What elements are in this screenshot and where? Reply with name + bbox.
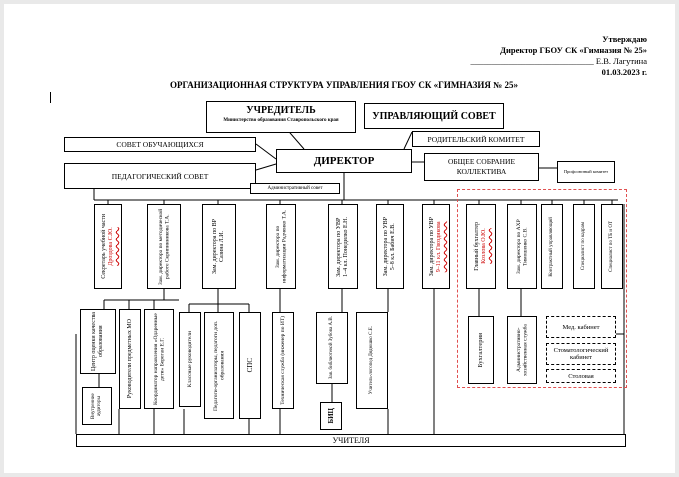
director-label: ДИРЕКТОР: [313, 155, 375, 167]
logoped-label: Учитель-логопед Дядюшко С.Е.: [369, 326, 375, 395]
approval-line: 01.03.2023 г.: [601, 67, 647, 77]
secretary-title: Секретарь учебной части: [101, 214, 108, 279]
teachers-box: УЧИТЕЛЯ: [76, 434, 626, 447]
founder-box: УЧРЕДИТЕЛЬ Министерство образования Став…: [206, 101, 356, 133]
parents-committee-box: РОДИТЕЛЬСКИЙ КОМИТЕТ: [412, 131, 540, 147]
vr-deputy-title: Зам. директора по ВР: [212, 219, 219, 274]
method-deputy-label: Зам. директора по методической работе Ск…: [157, 208, 170, 285]
approval-line: Утверждаю: [602, 34, 647, 44]
economic-service-group: [457, 189, 627, 388]
uvr58-deputy-title: Зам. директора по УВР: [383, 216, 390, 277]
admin-service-box: Административно-хозяйственная служба: [507, 316, 537, 384]
admin-council-label: Административный совет: [267, 186, 323, 191]
method-deputy-box: Зам. директора по методической работе Ск…: [147, 204, 181, 289]
canteen-box: Столовая: [546, 369, 616, 383]
uvr58-deputy-name: 5–8 кл. Бабич Е.В.: [390, 223, 396, 270]
logoped-box: Учитель-логопед Дядюшко С.Е.: [356, 312, 388, 409]
ped-council-box: ПЕДАГОГИЧЕСКИЙ СОВЕТ: [64, 163, 256, 189]
board-label: УПРАВЛЯЮЩИЙ СОВЕТ: [372, 110, 496, 122]
contract-manager-label: Контрактный управляющий: [549, 216, 555, 277]
akhr-deputy-label: Зам. директора по АХР Тимошенко С.В.: [515, 219, 528, 274]
ped-council-label: ПЕДАГОГИЧЕСКИЙ СОВЕТ: [111, 171, 209, 181]
director-box: ДИРЕКТОР: [276, 149, 412, 173]
gifted-coordinator-label: Координатор направления «Одаренные дети»…: [152, 313, 165, 405]
vr-deputy-name: Сазина Л.И.: [219, 230, 225, 263]
page-title: ОРГАНИЗАЦИОННАЯ СТРУКТУРА УПРАВЛЕНИЯ ГБО…: [170, 80, 518, 90]
uvr911-deputy-name: 9–11 кл. Гвоздикова: [436, 221, 442, 272]
accountant-name: Козлова О.Ю.: [481, 228, 487, 265]
trade-union-box: Профсоюзный комитет: [557, 161, 615, 183]
gifted-coordinator-box: Координатор направления «Одаренные дети»…: [144, 309, 174, 409]
quality-center-label: Центр оценки качества образования: [91, 312, 104, 371]
bits-box: БИЦ: [320, 402, 342, 430]
bits-label: БИЦ: [326, 408, 335, 424]
uvr58-deputy-box: Зам. директора по УВР 5–8 кл. Бабич Е.В.: [376, 204, 404, 289]
general-meeting-box: ОБЩЕЕ СОБРАНИЕ КОЛЛЕКТИВА: [424, 153, 539, 181]
uvr14-deputy-box: Зам. директора по УВР 1–4 кл. Понедилко …: [328, 204, 358, 289]
students-council-box: СОВЕТ ОБУЧАЮЩИХСЯ: [64, 137, 256, 152]
auditors-label: Внутренние аудиторы: [91, 393, 102, 419]
dental-office-box: Стоматологический кабинет: [546, 343, 616, 365]
info-deputy-box: Зам. директора по информатизации Радченк…: [266, 204, 296, 289]
canteen-label: Столовая: [568, 372, 594, 380]
class-heads-label: Классные руководители: [186, 331, 193, 388]
auditors-box: Внутренние аудиторы: [82, 387, 112, 425]
founder-sub: Министерство образования Ставропольского…: [223, 118, 339, 123]
contract-manager-box: Контрактный управляющий: [541, 204, 563, 289]
teachers-label: УЧИТЕЛЯ: [332, 436, 370, 445]
organizers-label: Педагоги-организаторы, педагоги доп. обр…: [212, 320, 225, 411]
parents-committee-label: РОДИТЕЛЬСКИЙ КОМИТЕТ: [427, 134, 525, 144]
admin-council-box: Административный совет: [250, 183, 340, 194]
uvr911-deputy-title: Зам. директора по УВР: [429, 216, 436, 277]
library-label: Зав. библиотекой Зубова А.В.: [329, 316, 335, 380]
approval-line: Директор ГБОУ СК «Гимназия № 25»: [500, 45, 647, 55]
quality-center-box: Центр оценки качества образования: [80, 309, 116, 374]
students-council-label: СОВЕТ ОБУЧАЮЩИХСЯ: [116, 140, 204, 149]
class-heads-box: Классные руководители: [179, 312, 201, 407]
sps-box: СПС: [239, 312, 261, 419]
text-cursor: [50, 92, 51, 103]
hr-specialist-box: Специалист по кадрам: [573, 204, 595, 289]
uvr14-deputy-title: Зам. директора по УВР: [336, 216, 343, 277]
library-box: Зав. библиотекой Зубова А.В.: [316, 312, 348, 384]
founder-label: УЧРЕДИТЕЛЬ: [246, 105, 316, 116]
approval-block: Утверждаю Директор ГБОУ СК «Гимназия № 2…: [471, 34, 647, 78]
ot-specialist-label: Специалист по ТБ и ОТ: [609, 221, 615, 272]
med-office-box: Мед. кабинет: [546, 316, 616, 338]
admin-service-label: Административно-хозяйственная служба: [515, 324, 528, 376]
document-page: Утверждаю Директор ГБОУ СК «Гимназия № 2…: [4, 4, 675, 473]
accountant-title: Главный бухгалтер: [474, 222, 481, 271]
bookkeeping-label: Бухгалтерия: [477, 332, 485, 368]
connector-lines: [75, 125, 625, 434]
accountant-box: Главный бухгалтер Козлова О.Ю.: [466, 204, 496, 289]
mo-heads-label: Руководители предметных МО: [126, 319, 133, 399]
secretary-box: Секретарь учебной части Дроздова С.Ю.: [94, 204, 122, 289]
organizers-box: Педагоги-организаторы, педагоги доп. обр…: [204, 312, 234, 419]
tech-service-box: Техническая служба (инженер по ИТ): [272, 312, 294, 409]
approval-line: _____________________________ Е.В. Лагут…: [470, 56, 647, 66]
uvr14-deputy-name: 1–4 кл. Понедилко Е.Н.: [343, 216, 349, 277]
bookkeeping-box: Бухгалтерия: [468, 316, 494, 384]
info-deputy-label: Зам. директора по информатизации Радченк…: [274, 209, 287, 284]
dental-office-label: Стоматологический кабинет: [553, 347, 609, 361]
secretary-name: Дроздова С.Ю.: [108, 227, 114, 266]
hr-specialist-label: Специалист по кадрам: [581, 222, 587, 271]
akhr-deputy-box: Зам. директора по АХР Тимошенко С.В.: [507, 204, 537, 289]
uvr911-deputy-box: Зам. директора по УВР 9–11 кл. Гвоздиков…: [422, 204, 450, 289]
vr-deputy-box: Зам. директора по ВР Сазина Л.И.: [202, 204, 236, 289]
sps-label: СПС: [245, 358, 254, 373]
general-meeting-label: ОБЩЕЕ СОБРАНИЕ КОЛЛЕКТИВА: [447, 157, 516, 176]
trade-union-label: Профсоюзный комитет: [563, 169, 609, 174]
ot-specialist-box: Специалист по ТБ и ОТ: [601, 204, 623, 289]
med-office-label: Мед. кабинет: [562, 323, 600, 331]
tech-service-label: Техническая служба (инженер по ИТ): [279, 316, 286, 405]
mo-heads-box: Руководители предметных МО: [119, 309, 141, 409]
board-box: УПРАВЛЯЮЩИЙ СОВЕТ: [364, 103, 504, 129]
